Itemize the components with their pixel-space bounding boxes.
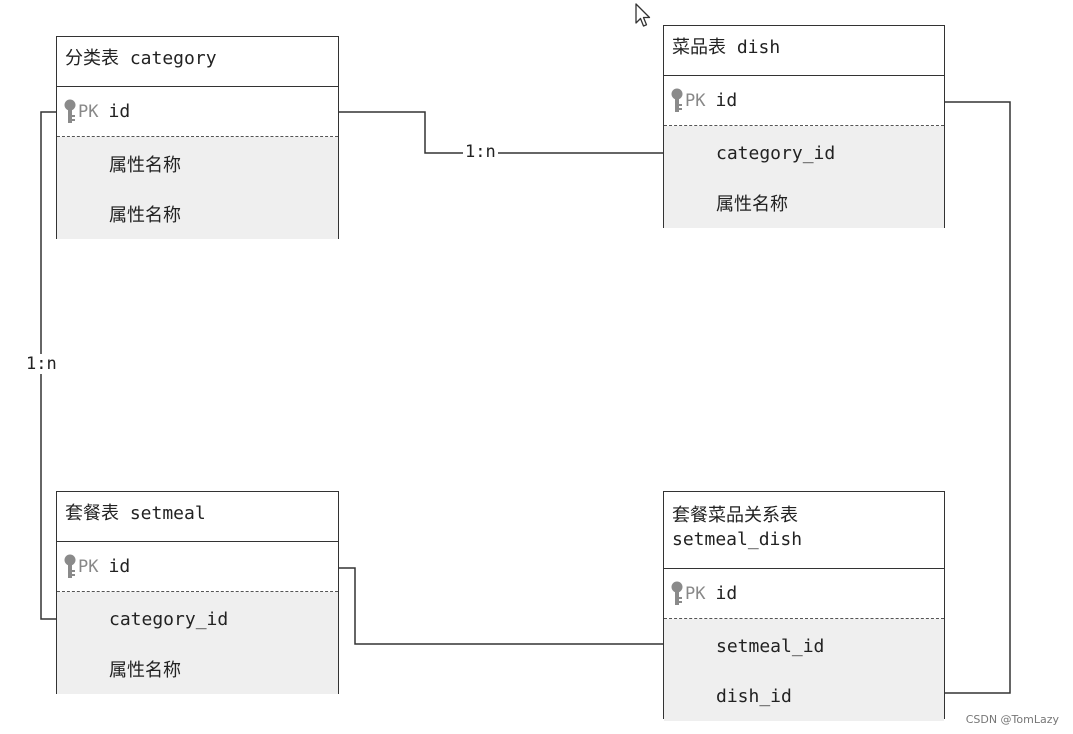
watermark: CSDN @TomLazy bbox=[965, 713, 1059, 726]
pk-field: id bbox=[715, 90, 738, 111]
pk-row[interactable]: PK id bbox=[664, 569, 944, 619]
pk-row[interactable]: PK id bbox=[57, 87, 338, 137]
entity-title-line: setmeal_dish bbox=[672, 529, 803, 550]
attribute-row[interactable]: category_id bbox=[109, 608, 229, 630]
entity-title: 套餐菜品关系表 setmeal_dish bbox=[664, 492, 944, 569]
pk-field: id bbox=[715, 583, 738, 604]
link-category-dish bbox=[339, 111, 664, 154]
attribute-row[interactable]: 属性名称 bbox=[109, 660, 181, 681]
entity-setmeal-dish[interactable]: 套餐菜品关系表 setmeal_dish PK id setmeal_id di… bbox=[663, 491, 945, 721]
key-icon bbox=[64, 99, 76, 123]
entity-title: 套餐表 setmeal bbox=[57, 492, 338, 542]
entity-category[interactable]: 分类表 category PK id 属性名称 属性名称 bbox=[56, 36, 339, 239]
entity-dish[interactable]: 菜品表 dish PK id category_id 属性名称 bbox=[663, 25, 945, 228]
pk-label: PK bbox=[685, 583, 706, 604]
key-icon bbox=[671, 88, 683, 112]
pk-label: PK bbox=[78, 101, 99, 122]
link-setmeal-setmealdish bbox=[339, 567, 664, 645]
key-icon bbox=[671, 581, 683, 605]
pk-row[interactable]: PK id bbox=[664, 76, 944, 126]
entity-setmeal[interactable]: 套餐表 setmeal PK id category_id 属性名称 bbox=[56, 491, 339, 694]
pk-field: id bbox=[108, 556, 131, 577]
pk-field: id bbox=[108, 101, 131, 122]
pk-label: PK bbox=[685, 90, 706, 111]
key-icon bbox=[64, 554, 76, 578]
attribute-row[interactable]: 属性名称 bbox=[109, 205, 181, 226]
attribute-row[interactable]: 属性名称 bbox=[109, 155, 181, 176]
mouse-cursor-icon bbox=[635, 3, 651, 27]
attribute-row[interactable]: setmeal_id bbox=[716, 635, 825, 657]
cardinality-label: 1:n bbox=[24, 354, 59, 374]
pk-row[interactable]: PK id bbox=[57, 542, 338, 592]
entity-title: 菜品表 dish bbox=[664, 26, 944, 76]
attribute-row[interactable]: 属性名称 bbox=[716, 194, 788, 215]
attribute-row[interactable]: category_id bbox=[716, 142, 836, 164]
cardinality-label: 1:n bbox=[463, 142, 498, 162]
entity-title: 分类表 category bbox=[57, 37, 338, 87]
pk-label: PK bbox=[78, 556, 99, 577]
attribute-row[interactable]: dish_id bbox=[716, 685, 792, 707]
link-dish-setmealdish bbox=[945, 101, 1011, 694]
entity-title-line: 套餐菜品关系表 bbox=[672, 505, 798, 526]
